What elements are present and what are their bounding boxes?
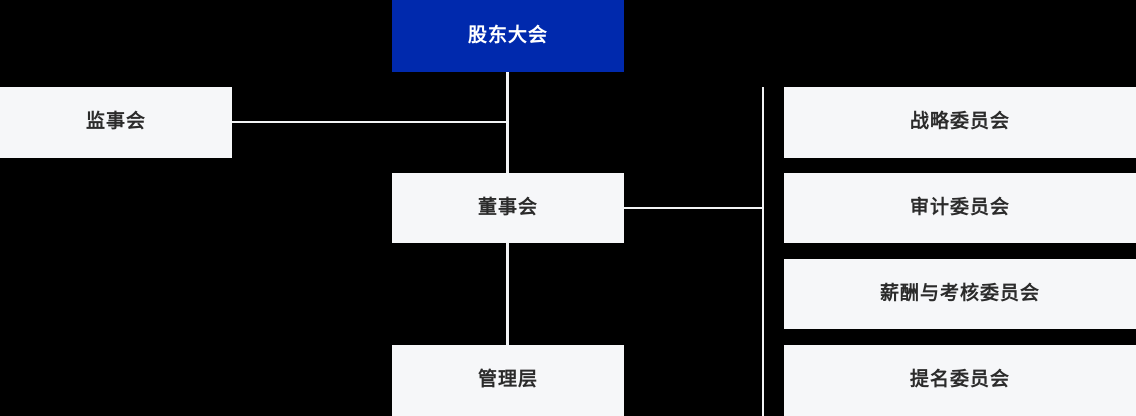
org-node-label: 董事会 bbox=[477, 196, 538, 218]
org-node-strategy-committee[interactable]: 战略委员会 bbox=[784, 87, 1136, 158]
org-node-management[interactable]: 管理层 bbox=[392, 345, 624, 416]
org-node-board-of-directors[interactable]: 董事会 bbox=[392, 173, 624, 243]
org-node-label: 监事会 bbox=[85, 111, 146, 133]
org-node-audit-committee[interactable]: 审计委员会 bbox=[784, 173, 1136, 243]
org-node-label: 薪酬与考核委员会 bbox=[879, 282, 1040, 304]
org-node-label: 战略委员会 bbox=[909, 111, 1010, 133]
connector-board-to-committees bbox=[624, 207, 764, 209]
connector-supervisors-to-trunk bbox=[232, 121, 509, 123]
connector-board-to-management bbox=[506, 243, 509, 345]
org-node-label: 股东大会 bbox=[467, 24, 548, 46]
org-node-nomination-committee[interactable]: 提名委员会 bbox=[784, 345, 1136, 416]
org-node-label: 提名委员会 bbox=[909, 369, 1010, 391]
org-node-remuneration-and-assessment-committee[interactable]: 薪酬与考核委员会 bbox=[784, 259, 1136, 329]
org-node-label: 审计委员会 bbox=[909, 196, 1010, 218]
org-node-label: 管理层 bbox=[477, 369, 538, 391]
connector-committee-spine bbox=[762, 87, 764, 416]
org-node-shareholders-meeting[interactable]: 股东大会 bbox=[392, 0, 624, 72]
org-node-board-of-supervisors[interactable]: 监事会 bbox=[0, 87, 232, 158]
